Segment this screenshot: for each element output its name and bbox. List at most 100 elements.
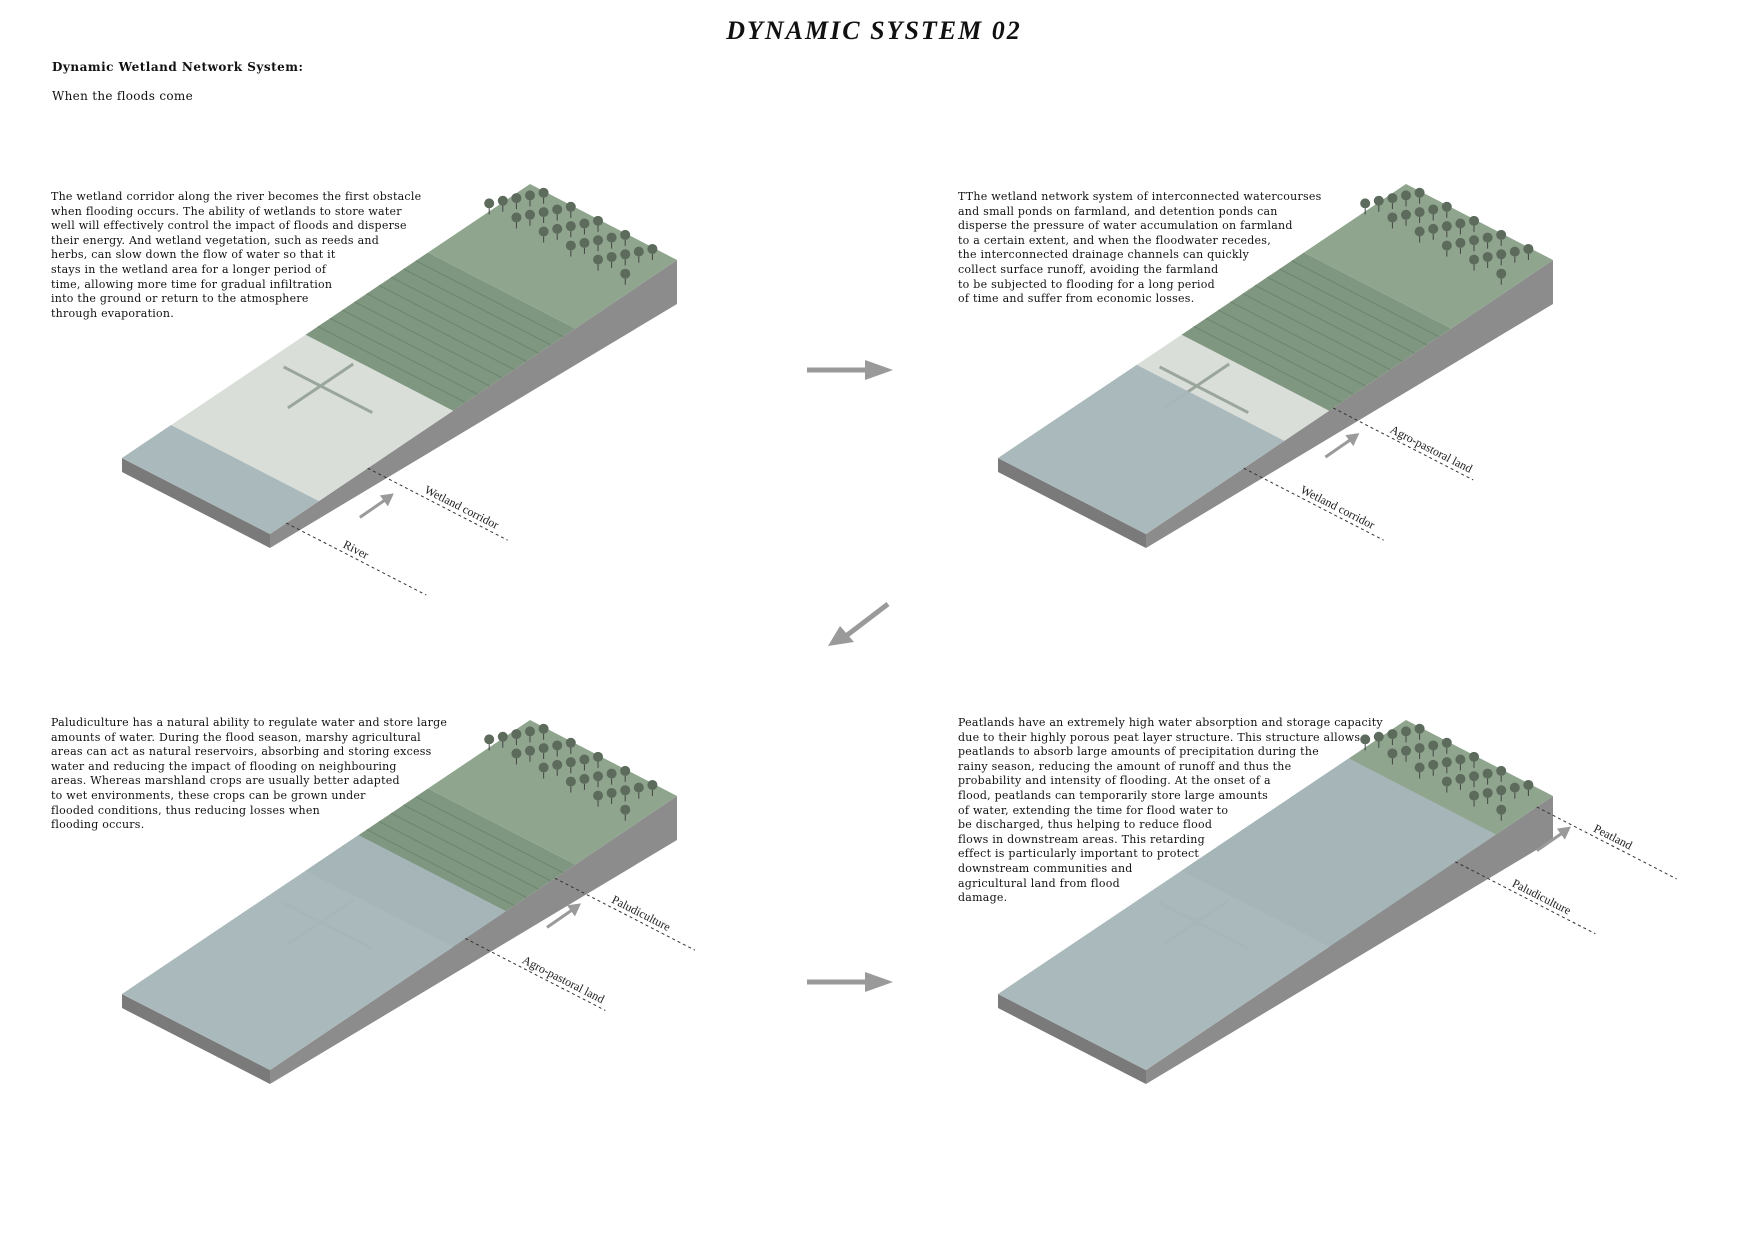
crop-row — [1193, 326, 1342, 403]
description-line: their energy. And wetland vegetation, su… — [51, 233, 380, 247]
tree — [484, 734, 495, 745]
meadow-zone — [428, 184, 677, 329]
description-line: through evaporation. — [51, 306, 174, 320]
drainage-channel — [282, 365, 373, 414]
panel-3-description: Paludiculture has a natural ability to r… — [51, 716, 447, 833]
flow-direction-arrow — [546, 908, 574, 929]
tree — [606, 787, 617, 798]
tree — [1509, 246, 1520, 257]
tree — [593, 771, 604, 782]
tree — [552, 759, 563, 770]
tree — [565, 737, 576, 748]
tree — [565, 221, 576, 232]
tree — [1523, 779, 1534, 790]
crop-row — [366, 829, 515, 907]
tree — [1387, 193, 1398, 204]
tree — [511, 748, 522, 759]
tree — [1496, 229, 1507, 240]
zone-leader-line — [1455, 861, 1596, 935]
description-line: damage. — [958, 891, 1008, 905]
tree — [1482, 768, 1493, 779]
tree — [552, 740, 563, 751]
tree — [1468, 751, 1479, 762]
tree — [633, 246, 644, 257]
description-line: peatlands to absorb large amounts of pre… — [958, 745, 1319, 759]
crop-row — [378, 820, 527, 898]
tree — [1455, 218, 1466, 229]
description-line: the interconnected drainage channels can… — [958, 248, 1250, 262]
panel-1-description: The wetland corridor along the river bec… — [51, 190, 421, 321]
crop-row — [366, 293, 515, 371]
tree — [1387, 729, 1398, 740]
zone-label: Wetland corridor — [422, 482, 501, 531]
tree — [1455, 754, 1466, 765]
crop-row — [1242, 293, 1391, 371]
zone-label: Peatland — [1591, 821, 1634, 852]
tree — [620, 804, 631, 815]
tree — [511, 212, 522, 223]
crop-row — [391, 812, 539, 890]
description-line: The wetland corridor along the river bec… — [51, 190, 422, 203]
crop-row — [317, 326, 466, 403]
crop-row — [378, 284, 527, 362]
tree — [1414, 743, 1425, 754]
flood-water — [998, 758, 1497, 1070]
tree — [1401, 726, 1412, 737]
tree — [1387, 748, 1398, 759]
tree — [1360, 198, 1371, 209]
tree — [1414, 207, 1425, 218]
tree — [606, 768, 617, 779]
tree — [538, 226, 549, 237]
description-line: of water, extending the time for flood w… — [958, 803, 1229, 817]
zone-leader-line — [465, 938, 606, 1011]
zone-leader-line — [1332, 407, 1474, 481]
crop-row — [342, 309, 491, 387]
tree — [620, 785, 631, 796]
tree — [538, 723, 549, 734]
tree — [1469, 254, 1480, 265]
crop-row — [403, 804, 552, 882]
description-line: when flooding occurs. The ability of wet… — [51, 204, 402, 218]
tree — [1496, 249, 1507, 260]
tree — [593, 790, 604, 801]
crop-row — [329, 317, 478, 395]
tree — [620, 765, 631, 776]
tree — [565, 776, 576, 787]
slab-side-face — [270, 260, 677, 548]
description-line: time, allowing more time for gradual inf… — [51, 277, 333, 291]
slab-front-face — [122, 458, 270, 548]
description-line: due to their highly porous peat layer st… — [958, 730, 1361, 744]
tree — [511, 729, 522, 740]
tree — [525, 726, 536, 737]
tree — [620, 268, 631, 279]
tree — [538, 743, 549, 754]
flow-arrow-right-bottom — [807, 972, 893, 992]
crop-row — [415, 260, 564, 338]
tree — [538, 762, 549, 773]
description-line: to be subjected to flooding for a long p… — [958, 277, 1215, 291]
meadow-zone — [428, 720, 677, 865]
tree — [1482, 787, 1493, 798]
crop-row — [1279, 268, 1428, 346]
flow-direction-arrowhead — [566, 903, 581, 917]
flow-direction-arrow — [1324, 437, 1353, 459]
tree — [1414, 762, 1425, 773]
slab-front-face — [998, 458, 1146, 548]
tree — [1496, 785, 1507, 796]
tree — [1509, 782, 1520, 793]
tree — [1469, 771, 1480, 782]
tree — [1496, 765, 1507, 776]
meadow-zone — [1304, 720, 1553, 865]
tree — [552, 223, 563, 234]
tree — [606, 232, 617, 243]
crop-row — [1218, 309, 1367, 387]
zone-label: Wetland corridor — [1298, 482, 1377, 531]
tree — [565, 757, 576, 768]
tree — [1441, 776, 1452, 787]
description-line: and small ponds on farmland, and detenti… — [958, 204, 1278, 218]
panel-2-description: TThe wetland network system of interconn… — [958, 190, 1322, 307]
panel-4-description: Peatlands have an extremely high water a… — [958, 716, 1383, 906]
tree — [565, 201, 576, 212]
slab-front-face — [122, 994, 270, 1084]
